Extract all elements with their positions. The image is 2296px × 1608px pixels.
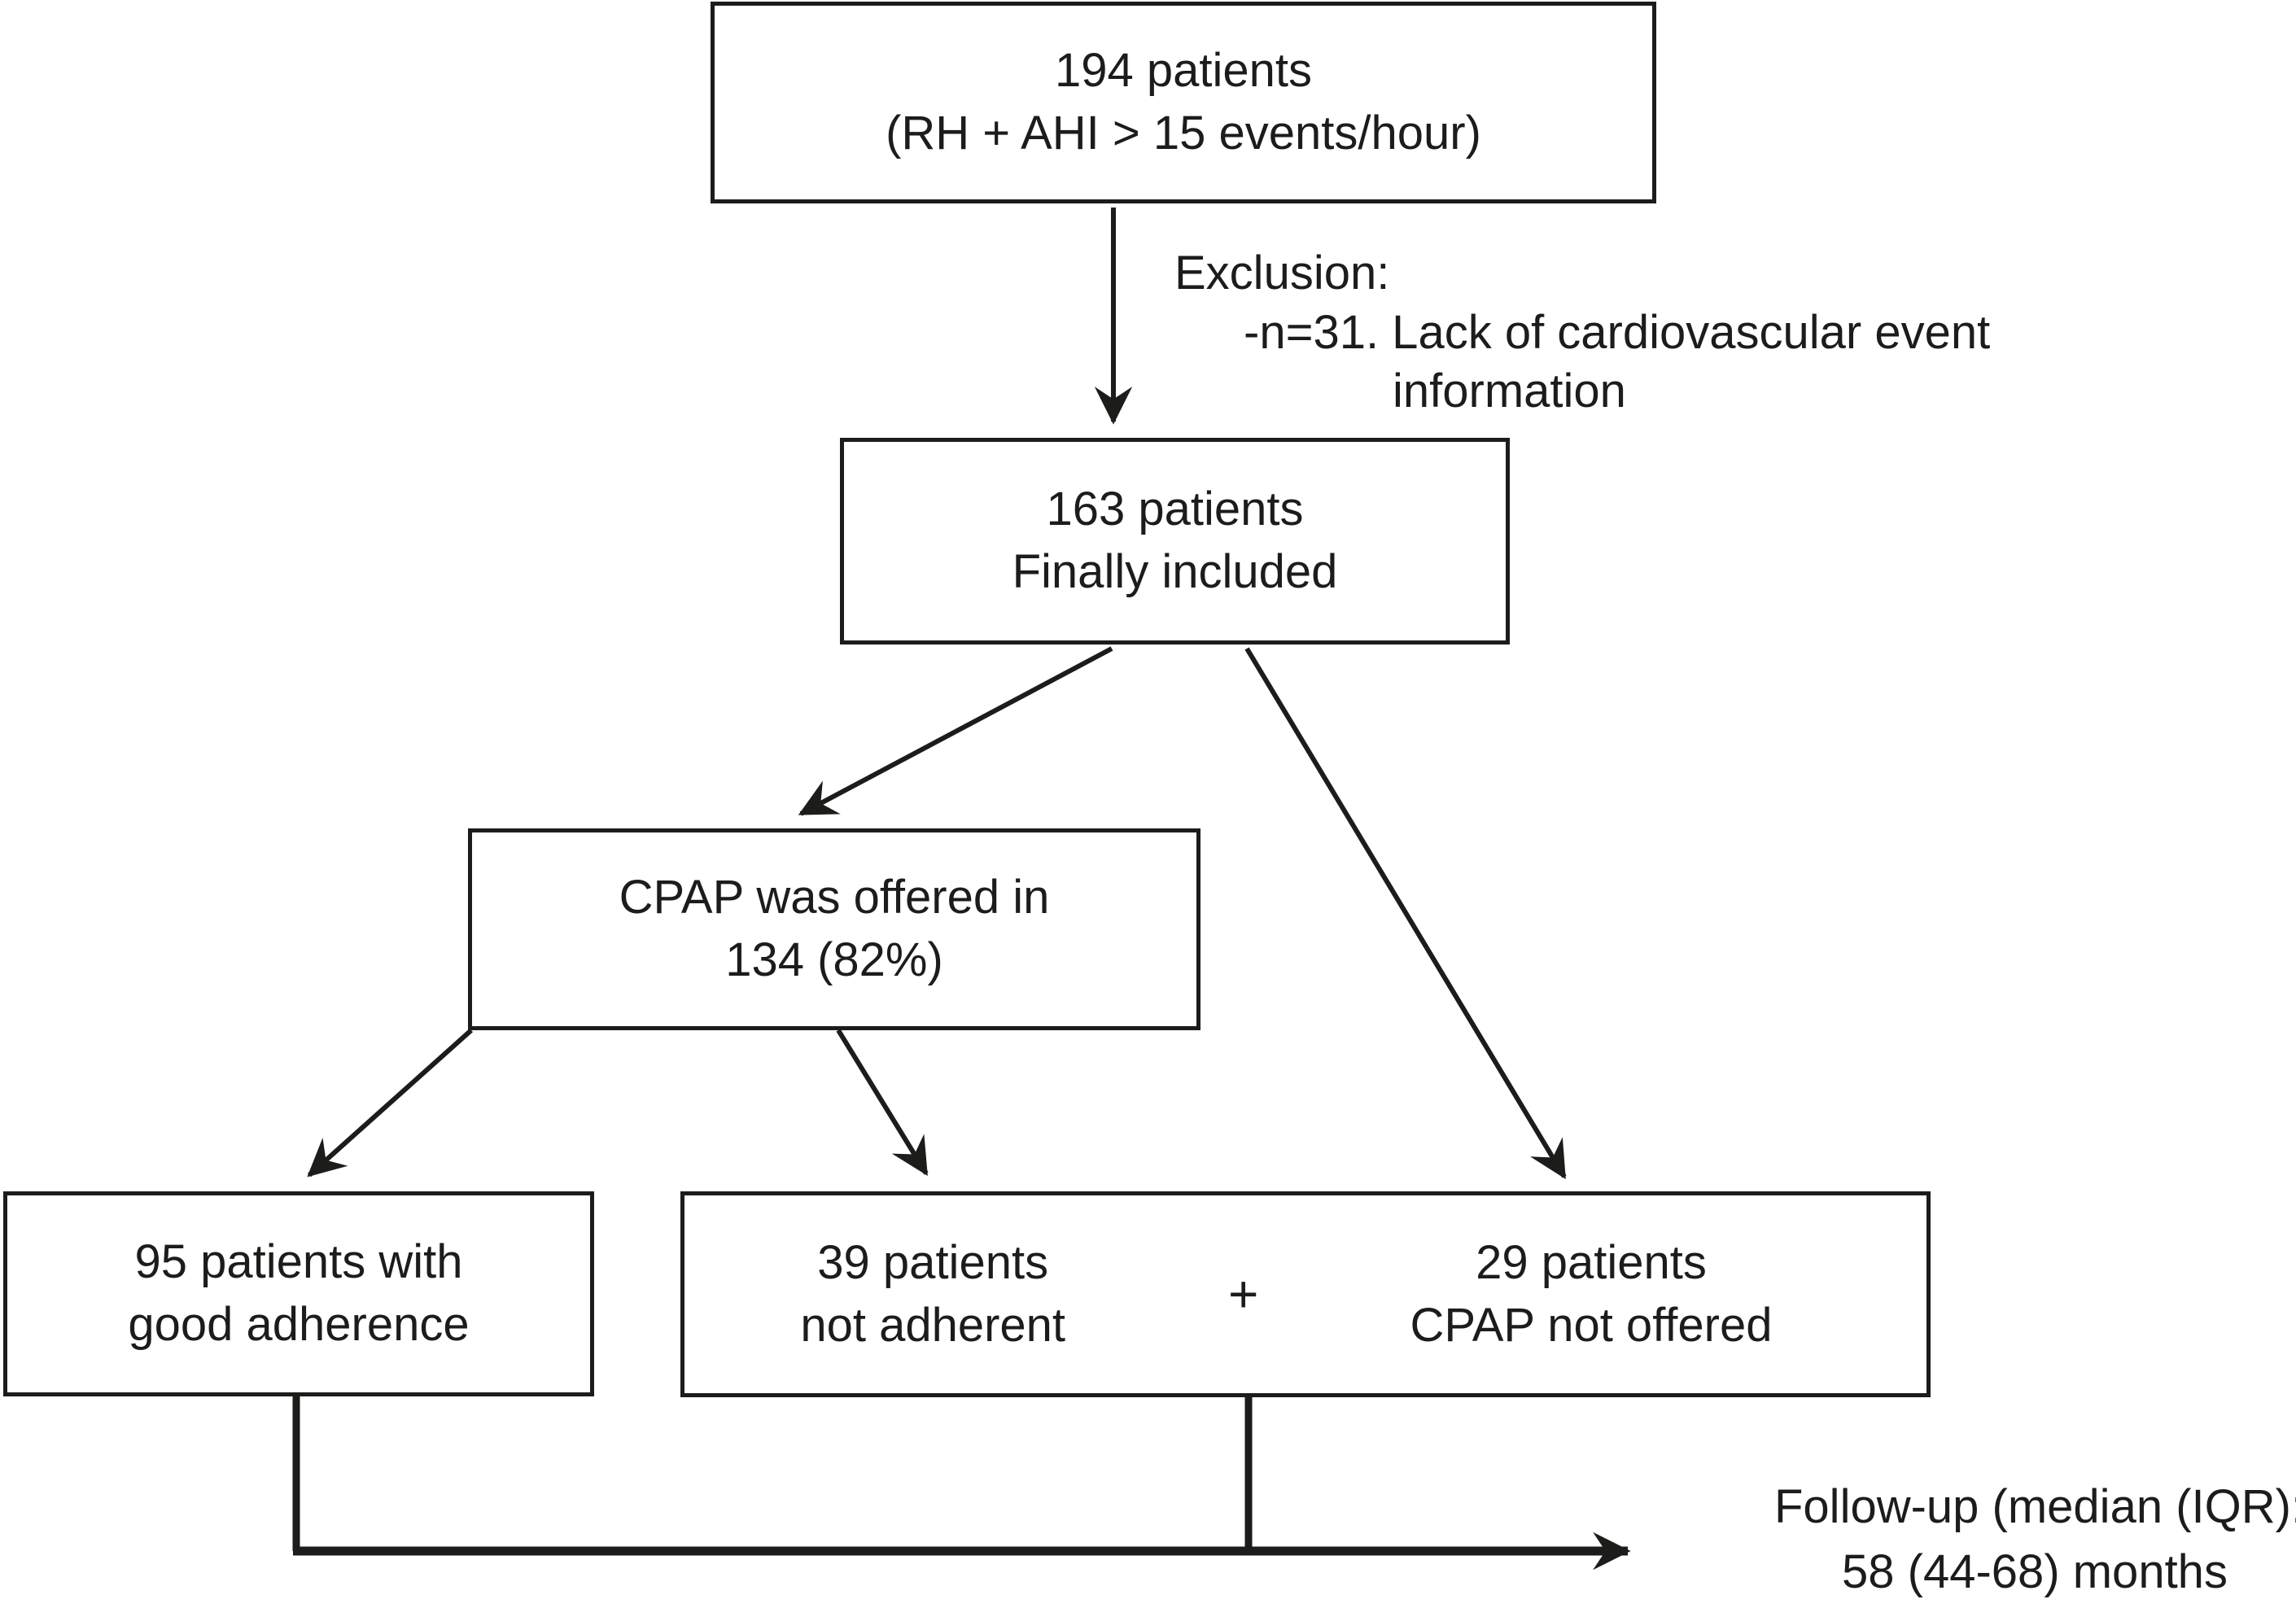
box-initial-patients: 194 patients (RH + AHI > 15 events/hour) <box>711 2 1656 203</box>
exclusion-note: Exclusion: -n=31. Lack of cardiovascular… <box>1174 244 1990 422</box>
box-initial-line1: 194 patients <box>1054 44 1313 98</box>
arrow-included-to-cpap-not-offered <box>1244 647 1567 1180</box>
box-included-line1: 163 patients <box>1046 483 1304 536</box>
cpap-not-offered-line1: 29 patients <box>1476 1235 1707 1289</box>
plus-sign: + <box>1228 1265 1259 1324</box>
box-good-line1: 95 patients with <box>134 1235 463 1289</box>
box-cpap-offered: CPAP was offered in 134 (82%) <box>468 828 1200 1030</box>
box-cpap-line1: CPAP was offered in <box>619 871 1050 924</box>
exclusion-line1: Exclusion: <box>1174 247 1390 299</box>
arrow-included-to-cpap-offered <box>798 646 1113 816</box>
exclusion-line3: information <box>1393 365 1626 417</box>
box-good-adherence: 95 patients with good adherence <box>3 1191 594 1396</box>
followup-line2: 58 (44-68) months <box>1842 1545 2228 1599</box>
arrow-cpap-to-good-adherence <box>307 1028 474 1178</box>
not-adherent-line1: 39 patients <box>817 1235 1049 1289</box>
cpap-not-offered-text: 29 patients CPAP not offered <box>1305 1195 1877 1393</box>
box-finally-included: 163 patients Finally included <box>840 438 1510 645</box>
combined-inner: 39 patients not adherent + 29 patients C… <box>684 1195 1926 1393</box>
cpap-not-offered-line2: CPAP not offered <box>1410 1298 1773 1352</box>
not-adherent-text: 39 patients not adherent <box>684 1195 1181 1393</box>
not-adherent-line2: not adherent <box>800 1298 1066 1352</box>
box-good-line2: good adherence <box>128 1298 470 1351</box>
followup-line1: Follow-up (median (IQR): <box>1774 1480 2296 1533</box>
box-included-line2: Finally included <box>1012 545 1338 598</box>
followup-note: Follow-up (median (IQR): 58 (44-68) mont… <box>1774 1475 2296 1605</box>
box-initial-line2: (RH + AHI > 15 events/hour) <box>886 107 1481 159</box>
exclusion-line2: -n=31. Lack of cardiovascular event <box>1244 305 1991 359</box>
arrow-cpap-to-not-adherent <box>836 1029 929 1177</box>
box-combined-outcomes: 39 patients not adherent + 29 patients C… <box>680 1191 1931 1397</box>
box-cpap-line2: 134 (82%) <box>725 933 943 986</box>
